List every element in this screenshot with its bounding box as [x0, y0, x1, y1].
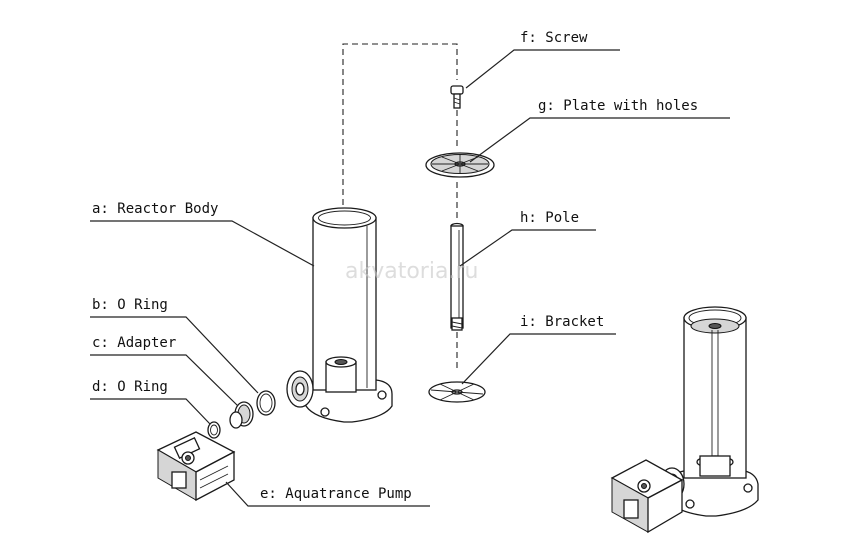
assembly-guide-lines [342, 43, 458, 372]
screw [450, 85, 464, 109]
label-pole: h: Pole [520, 210, 579, 226]
label-bracket: i: Bracket [520, 314, 604, 330]
adapter [229, 401, 254, 429]
reactor-body [286, 207, 393, 423]
label-o-ring-d: d: O Ring [92, 379, 168, 395]
leader-lines [90, 49, 730, 507]
bracket [428, 381, 486, 403]
aquatrance-pump [156, 431, 236, 502]
o-ring-b [256, 390, 276, 416]
watermark: akvatoria.ru [345, 259, 478, 284]
label-screw: f: Screw [520, 30, 588, 46]
assembled-reactor [610, 306, 759, 534]
label-reactor-body: a: Reactor Body [92, 201, 218, 217]
o-ring-d [207, 421, 221, 439]
label-adapter: c: Adapter [92, 335, 176, 351]
plate-with-holes [425, 152, 495, 178]
label-plate-with-holes: g: Plate with holes [538, 98, 698, 114]
pole [450, 222, 464, 331]
label-aquatrance-pump: e: Aquatrance Pump [260, 486, 412, 502]
label-o-ring-b: b: O Ring [92, 297, 168, 313]
